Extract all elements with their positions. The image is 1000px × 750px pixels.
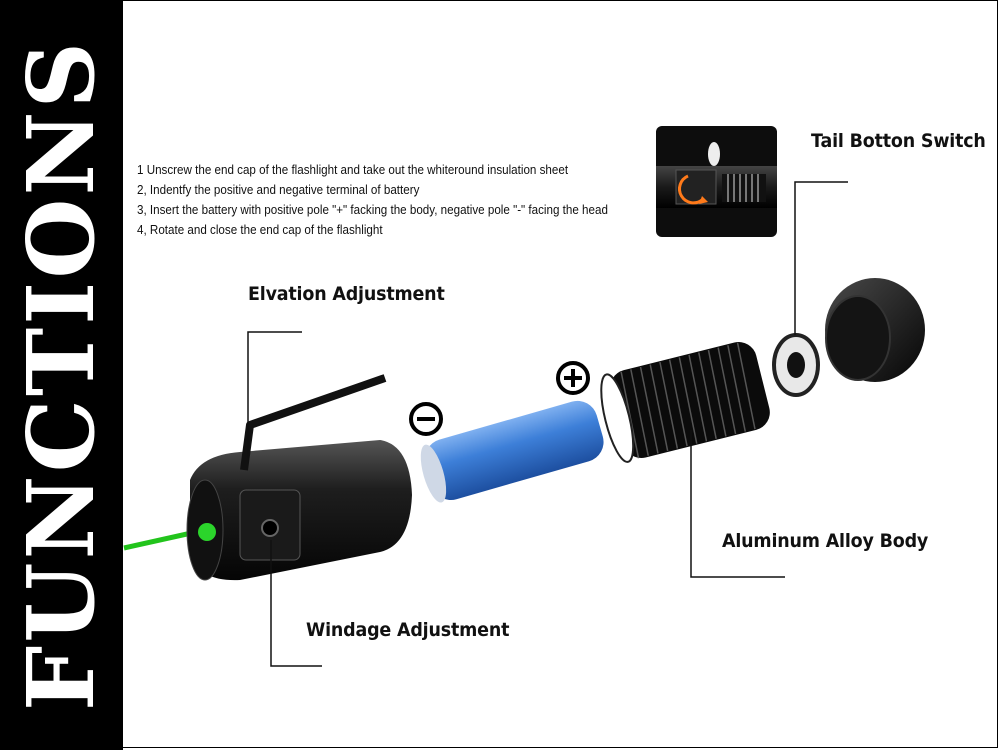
- negative-pole-icon: [409, 402, 443, 436]
- aluminum-body-label: Aluminum Alloy Body: [722, 530, 929, 552]
- windage-leader-line: [270, 540, 322, 667]
- instruction-step-1: 1 Unscrew the end cap of the flashlight …: [137, 163, 569, 177]
- instruction-step-3: 3, Insert the battery with positive pole…: [137, 203, 608, 217]
- tail-switch-label: Tail Botton Switch: [811, 130, 986, 152]
- laser-head: [186, 440, 412, 581]
- instruction-step-2: 2, Indentfy the positive and negative te…: [137, 183, 420, 197]
- aluminum-leader-line: [690, 430, 785, 578]
- content-frame: [123, 0, 998, 748]
- allen-key: [240, 374, 387, 471]
- tail-cap: [825, 278, 925, 382]
- insulation-ring: [772, 333, 820, 397]
- tail-cap-thumbnail: [656, 126, 777, 237]
- windage-label: Windage Adjustment: [306, 619, 510, 641]
- aluminum-body: [600, 342, 770, 463]
- elevation-label: Elvation Adjustment: [248, 283, 445, 305]
- instruction-list: 1 Unscrew the end cap of the flashlight …: [137, 160, 608, 240]
- positive-pole-icon: [556, 361, 590, 395]
- instruction-step-4: 4, Rotate and close the end cap of the f…: [137, 223, 383, 237]
- side-band: FUNCTIONS: [0, 0, 123, 750]
- tail-switch-leader-line: [794, 181, 848, 335]
- elevation-leader-line: [247, 331, 302, 460]
- battery-18650: [420, 400, 604, 503]
